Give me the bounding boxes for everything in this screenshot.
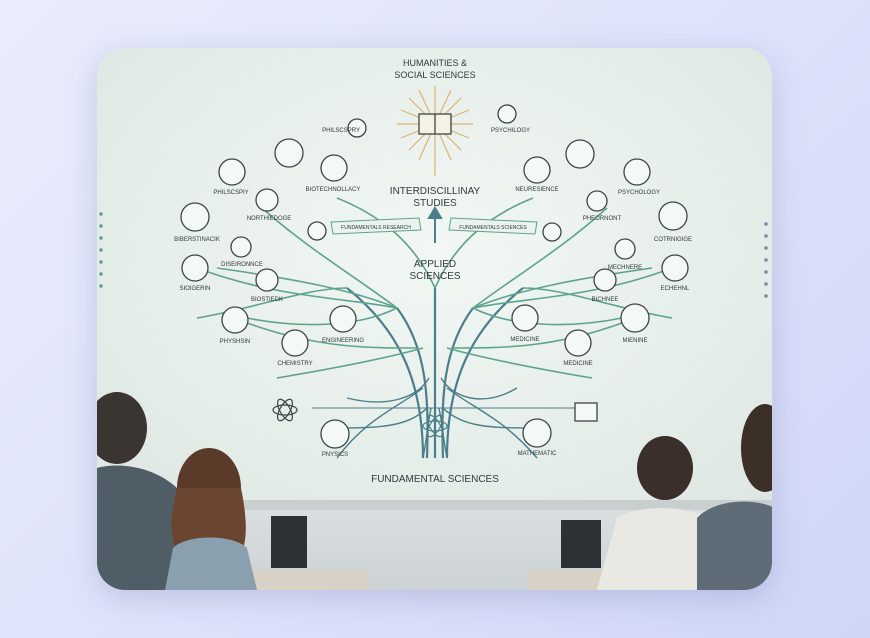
laptop-left (271, 516, 307, 568)
tree-branches (196, 197, 673, 379)
right-label-3: PHEORNONT (583, 216, 622, 222)
banner-left-text: FUNDAMENTALS RESEARCH (341, 225, 411, 231)
heading-applied-line2: SCIENCES (409, 271, 460, 282)
audience-silhouettes (97, 392, 772, 590)
right-icon-nodes (497, 104, 689, 357)
side-dots-right (764, 222, 768, 298)
root-label-physics: PNYSICS (322, 452, 348, 458)
atom-icon (272, 398, 298, 422)
right-label-2: PSYCHOLOGY (618, 190, 660, 196)
right-label-5: MECHNERE (608, 265, 642, 271)
person-far-right (697, 404, 772, 590)
knowledge-tree-diagram: HUMANITIES & SOCIAL SCIENCES INTERDISCIL… (99, 58, 768, 485)
heading-interdisciplinary-line2: STUDIES (413, 198, 457, 209)
heading-humanities-line1: HUMANITIES & (403, 58, 467, 68)
right-label-10: MEDICINE (563, 361, 592, 367)
right-label-6: ECHEHNL (661, 286, 690, 292)
left-label-6: SIOIGERIN (179, 286, 210, 292)
right-label-9: MIENINE (622, 338, 647, 344)
right-label-1: NEURESIENCE (515, 187, 558, 193)
left-label-3: NORTHIEDOGE (247, 216, 292, 222)
screen-bezel (97, 500, 772, 510)
banner-right (448, 217, 538, 235)
left-label-10: CHEMISTRY (277, 361, 312, 367)
top-left-label: PHILSCSPRY (322, 128, 360, 134)
banner-right-text: FUNDAMENTALS SCIENCES (459, 225, 527, 231)
right-label-7: BICHNEE (592, 297, 619, 303)
math-node (522, 418, 552, 448)
left-icon-nodes (180, 118, 367, 357)
laptop-right (561, 520, 601, 568)
heading-fundamental: FUNDAMENTAL SCIENCES (371, 474, 499, 485)
person-man-right (597, 436, 727, 590)
root-label-math: MATHEMATIC (518, 451, 557, 457)
left-label-4: BIBERSTINACIK (174, 237, 220, 243)
left-label-9: PHYSHSIN (220, 339, 251, 345)
left-label-2: BIOTECHNOLLACY (306, 187, 361, 193)
right-label-4: COTRNIGIGE (654, 237, 692, 243)
top-right-label: PSYCHILOGY (491, 128, 530, 134)
chip-icon (574, 402, 598, 422)
physics-node (320, 419, 350, 449)
book-icon (418, 113, 452, 135)
side-dots-left (99, 212, 103, 288)
banner-left (330, 217, 422, 235)
desk-left (247, 570, 367, 590)
heading-humanities-line2: SOCIAL SCIENCES (394, 70, 475, 80)
left-label-8: ENGINEERING (322, 338, 364, 344)
presentation-screen: HUMANITIES & SOCIAL SCIENCES INTERDISCIL… (97, 48, 772, 500)
left-label-7: BIOSTIEDK (251, 297, 283, 303)
left-label-5: DISEIRONNCE (221, 262, 263, 268)
heading-applied-line1: APPLIED (414, 259, 456, 270)
right-label-8: MEDICINE (510, 337, 539, 343)
upward-arrow-icon (427, 206, 443, 243)
center-atom-icon (422, 414, 448, 438)
heading-interdisciplinary-line1: INTERDISCILLINAY (390, 186, 481, 197)
left-label-1: PHILSCSPIY (213, 190, 248, 196)
person-woman (165, 448, 257, 590)
photo-card: HUMANITIES & SOCIAL SCIENCES INTERDISCIL… (97, 48, 772, 590)
